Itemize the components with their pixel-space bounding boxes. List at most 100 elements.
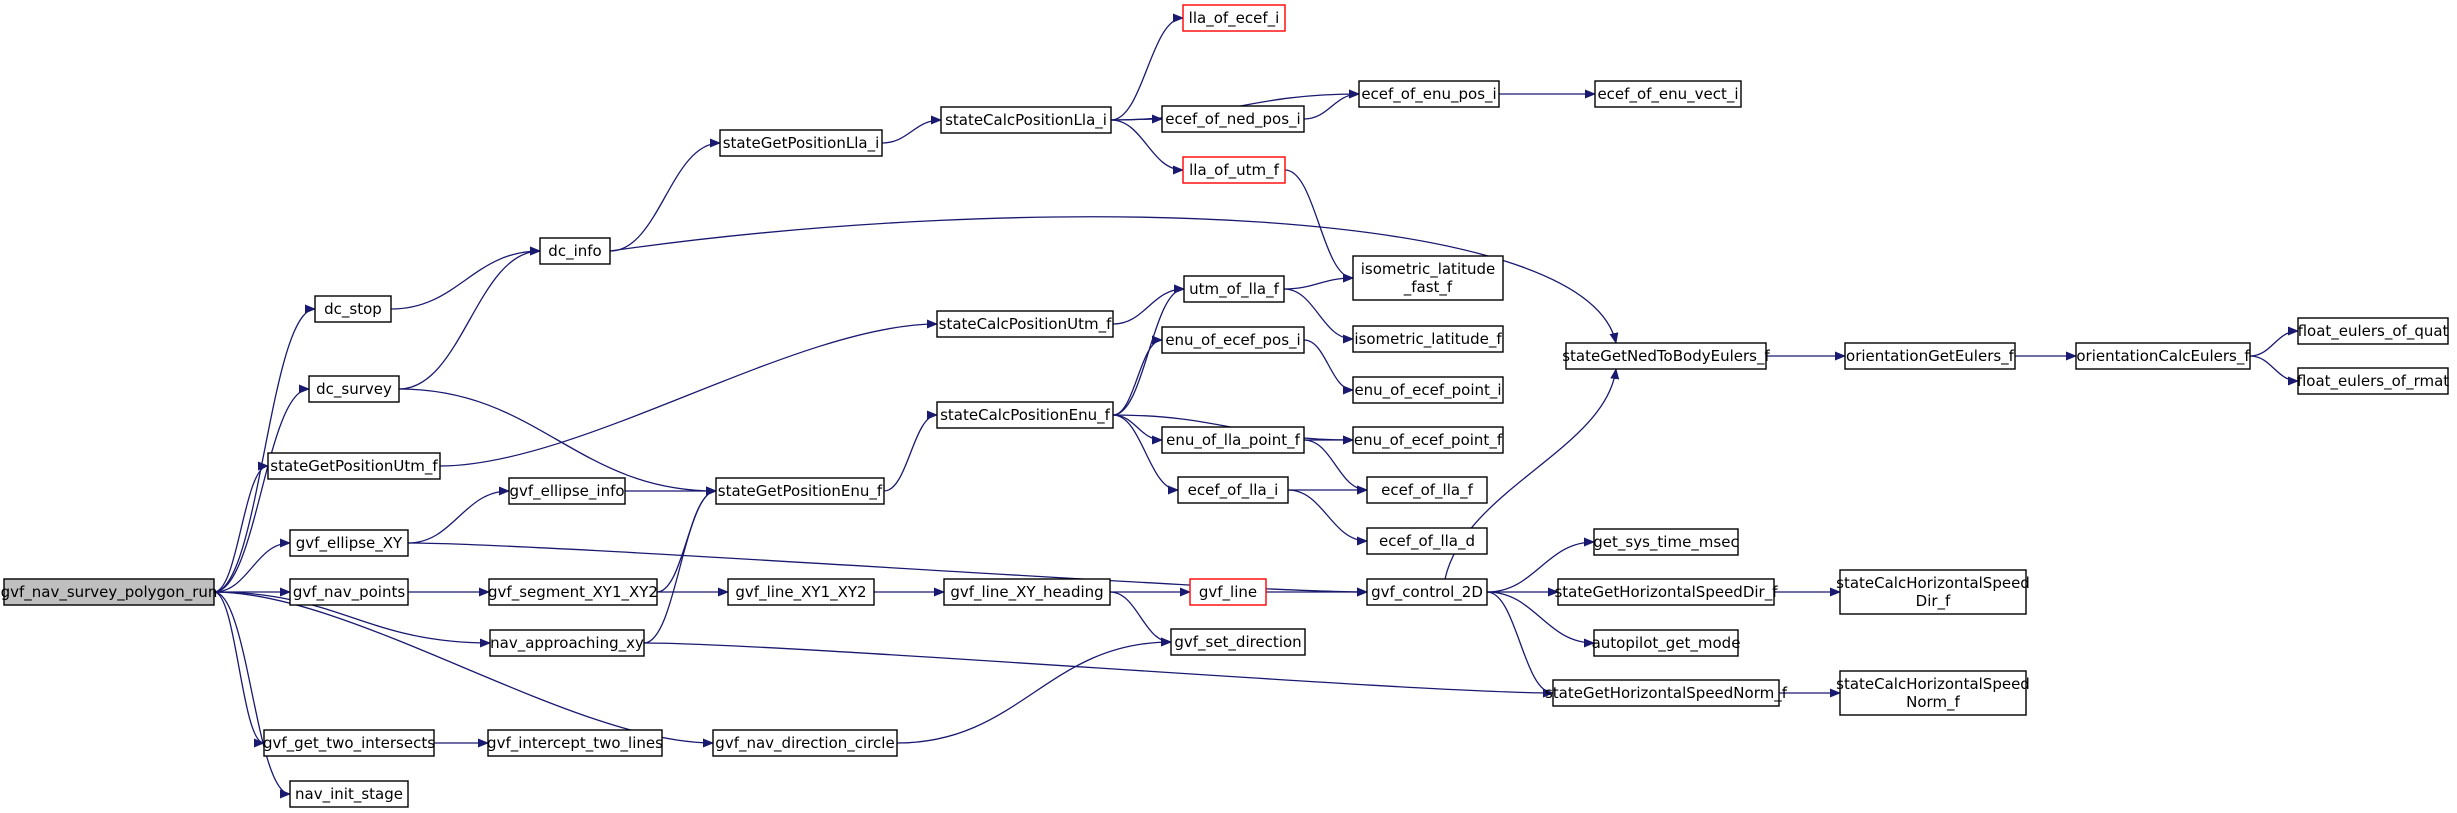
node-root[interactable]: gvf_nav_survey_polygon_run (1, 578, 218, 606)
node-label: isometric_latitude (1361, 260, 1496, 279)
node-orientationgeteulers-f[interactable]: orientationGetEulers_f (1844, 342, 2016, 370)
edges-layer (213, 13, 2299, 799)
node-gvf-nav-points[interactable]: gvf_nav_points (289, 578, 409, 606)
node-box (3, 578, 215, 606)
node-label: stateGetNedToBodyEulers_f (1562, 347, 1770, 366)
node-label: Norm_f (1906, 693, 1960, 712)
node-label: gvf_line_XY1_XY2 (735, 583, 866, 602)
node-gvf-nav-direction-circle[interactable]: gvf_nav_direction_circle (712, 729, 898, 757)
node-stategetpositionutm-f[interactable]: stateGetPositionUtm_f (267, 452, 441, 480)
node-box (314, 295, 392, 323)
node-float-eulers-of-quat[interactable]: float_eulers_of_quat (2297, 317, 2449, 345)
node-ecef-of-ned-pos-i[interactable]: ecef_of_ned_pos_i (1161, 105, 1305, 133)
node-statecalcpositionenu-f[interactable]: stateCalcPositionEnu_f (936, 401, 1114, 429)
node-gvf-line[interactable]: gvf_line (1189, 578, 1267, 606)
node-dc-survey[interactable]: dc_survey (308, 375, 400, 403)
node-label: enu_of_lla_point_f (1166, 431, 1300, 450)
node-label: stateCalcHorizontalSpeed (1836, 574, 2030, 592)
node-ecef-of-enu-pos-i[interactable]: ecef_of_enu_pos_i (1358, 80, 1500, 108)
node-box (1366, 578, 1488, 606)
node-box (2075, 342, 2251, 370)
node-box (1839, 569, 2027, 615)
node-isometric-latitude-fast-f[interactable]: isometric_latitude_fast_f (1352, 255, 1504, 301)
node-statecalcpositionlla-i[interactable]: stateCalcPositionLla_i (940, 106, 1112, 134)
node-gvf-ellipse-info[interactable]: gvf_ellipse_info (508, 477, 626, 505)
node-box (1161, 105, 1305, 133)
node-box (1594, 80, 1742, 108)
node-ecef-of-lla-d[interactable]: ecef_of_lla_d (1366, 527, 1488, 555)
node-label: orientationGetEulers_f (1846, 347, 2015, 366)
node-enu-of-ecef-pos-i[interactable]: enu_of_ecef_pos_i (1161, 326, 1305, 354)
node-utm-of-lla-f[interactable]: utm_of_lla_f (1183, 275, 1285, 303)
node-box (1366, 527, 1488, 555)
node-label: dc_stop (324, 300, 382, 319)
node-box (1161, 326, 1305, 354)
node-get-sys-time-msec[interactable]: get_sys_time_msec (1593, 528, 1739, 556)
node-label: stateCalcPositionUtm_f (939, 315, 1112, 334)
edge-orientationcalceulers-f-to-float-eulers-of-rmat (2249, 355, 2299, 386)
node-orientationcalceulers-f[interactable]: orientationCalcEulers_f (2075, 342, 2251, 370)
edge-dc-info-to-stategetpositionlla-i (609, 138, 721, 252)
edge-stategetpositionutm-f-to-statecalcpositionutm-f (439, 319, 938, 467)
node-ecef-of-lla-f[interactable]: ecef_of_lla_f (1366, 476, 1488, 504)
node-gvf-ellipse-xy[interactable]: gvf_ellipse_XY (289, 529, 409, 557)
node-stategetpositionenu-f[interactable]: stateGetPositionEnu_f (715, 477, 885, 505)
node-isometric-latitude-f[interactable]: isometric_latitude_f (1352, 325, 1504, 353)
node-enu-of-lla-point-f[interactable]: enu_of_lla_point_f (1161, 426, 1305, 454)
node-statecalcpositionutm-f[interactable]: stateCalcPositionUtm_f (936, 310, 1114, 338)
node-label: dc_survey (316, 380, 392, 399)
node-box (289, 529, 409, 557)
node-gvf-set-direction[interactable]: gvf_set_direction (1170, 628, 1306, 656)
node-label: gvf_segment_XY1_XY2 (488, 583, 658, 602)
node-enu-of-ecef-point-i[interactable]: enu_of_ecef_point_i (1352, 376, 1504, 404)
node-gvf-line-xy1-xy2[interactable]: gvf_line_XY1_XY2 (727, 578, 875, 606)
node-label: nav_init_stage (295, 785, 403, 804)
node-box (719, 129, 883, 157)
node-dc-info[interactable]: dc_info (539, 237, 611, 265)
node-box (263, 729, 435, 757)
node-lla-of-utm-f[interactable]: lla_of_utm_f (1182, 156, 1286, 184)
edge-dc-survey-to-stategetpositionenu-f (398, 388, 717, 496)
edge-gvf-ellipse-xy-to-gvf-control-2d (407, 542, 1368, 597)
node-gvf-intercept-two-lines[interactable]: gvf_intercept_two_lines (487, 729, 663, 757)
node-box (1182, 156, 1286, 184)
node-label: ecef_of_lla_f (1381, 481, 1473, 500)
node-ecef-of-enu-vect-i[interactable]: ecef_of_enu_vect_i (1594, 80, 1742, 108)
node-nav-init-stage[interactable]: nav_init_stage (289, 780, 409, 808)
node-dc-stop[interactable]: dc_stop (314, 295, 392, 323)
node-label: gvf_control_2D (1371, 583, 1483, 602)
node-label: float_eulers_of_quat (2298, 322, 2449, 341)
edge-stategetpositionenu-f-to-statecalcpositionenu-f (883, 410, 938, 492)
node-stategethorizontalspeeddir-f[interactable]: stateGetHorizontalSpeedDir_f (1554, 578, 1778, 606)
node-box (1358, 80, 1500, 108)
node-stategethorizontalspeednorm-f[interactable]: stateGetHorizontalSpeedNorm_f (1545, 679, 1788, 707)
node-stategetpositionlla-i[interactable]: stateGetPositionLla_i (719, 129, 883, 157)
node-gvf-segment-xy1-xy2[interactable]: gvf_segment_XY1_XY2 (488, 578, 658, 606)
edge-orientationcalceulers-f-to-float-eulers-of-quat (2249, 326, 2299, 357)
node-gvf-control-2d[interactable]: gvf_control_2D (1366, 578, 1488, 606)
node-box (1177, 476, 1289, 504)
node-enu-of-ecef-point-f[interactable]: enu_of_ecef_point_f (1352, 426, 1504, 454)
node-stategetnedtobodyeulers-f[interactable]: stateGetNedToBodyEulers_f (1562, 342, 1770, 370)
node-label: enu_of_ecef_point_i (1354, 381, 1501, 400)
node-box (267, 452, 441, 480)
node-nav-approaching-xy[interactable]: nav_approaching_xy (489, 629, 645, 657)
node-label: stateGetPositionEnu_f (718, 482, 883, 501)
node-box (1557, 578, 1775, 606)
edge-root-to-nav-init-stage (213, 591, 291, 799)
node-label: ecef_of_ned_pos_i (1165, 110, 1300, 129)
node-float-eulers-of-rmat[interactable]: float_eulers_of_rmat (2297, 367, 2449, 395)
node-gvf-line-xy-heading[interactable]: gvf_line_XY_heading (943, 578, 1111, 606)
node-label: gvf_intercept_two_lines (487, 734, 663, 753)
node-lla-of-ecef-i[interactable]: lla_of_ecef_i (1182, 4, 1286, 32)
node-ecef-of-lla-i[interactable]: ecef_of_lla_i (1177, 476, 1289, 504)
node-box (1352, 255, 1504, 301)
node-box (727, 578, 875, 606)
node-gvf-get-two-intersects[interactable]: gvf_get_two_intersects (263, 729, 435, 757)
node-autopilot-get-mode[interactable]: autopilot_get_mode (1592, 629, 1741, 657)
node-box (1183, 275, 1285, 303)
node-label: lla_of_utm_f (1189, 161, 1279, 180)
node-label: gvf_nav_survey_polygon_run (1, 583, 218, 602)
